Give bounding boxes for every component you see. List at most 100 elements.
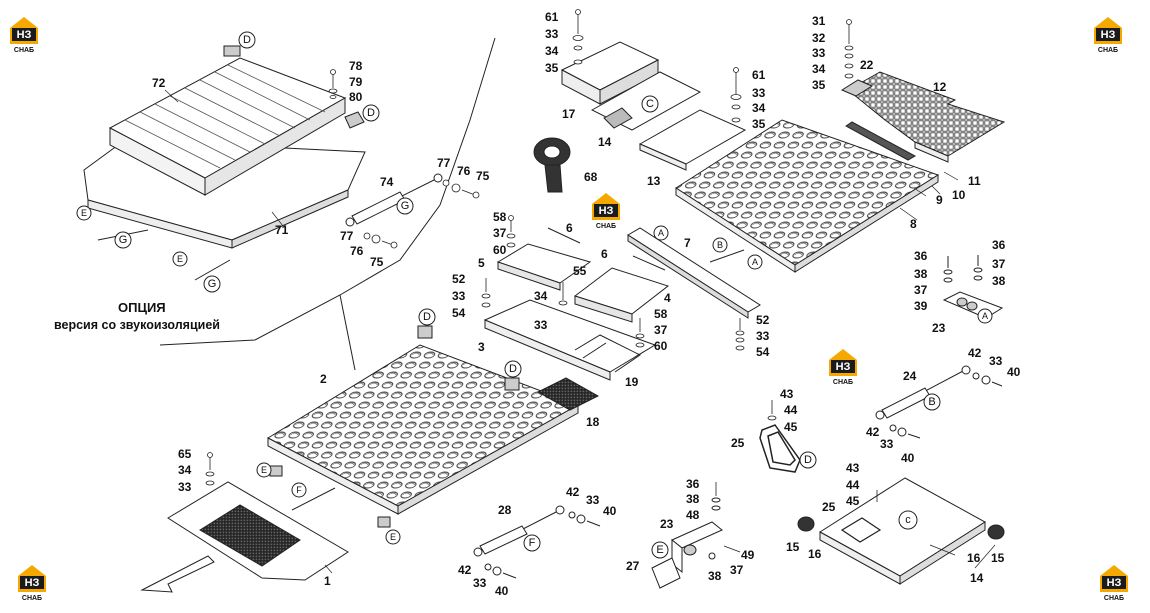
- floor-plate-8: [675, 119, 940, 273]
- callout-d-4: D: [504, 360, 522, 378]
- svg-text:33: 33: [752, 86, 766, 100]
- svg-text:77: 77: [437, 156, 451, 170]
- svg-text:G: G: [208, 278, 217, 290]
- svg-text:A: A: [658, 228, 664, 238]
- svg-text:43: 43: [846, 461, 860, 475]
- svg-text:45: 45: [846, 494, 860, 508]
- gas-strut-74: [345, 173, 443, 227]
- svg-text:F: F: [296, 485, 302, 495]
- svg-text:D: D: [423, 311, 431, 323]
- svg-text:77: 77: [340, 229, 354, 243]
- svg-text:35: 35: [812, 78, 826, 92]
- svg-text:38: 38: [686, 492, 700, 506]
- svg-text:16: 16: [808, 547, 822, 561]
- svg-text:35: 35: [545, 61, 559, 75]
- svg-text:37: 37: [493, 226, 507, 240]
- svg-text:6: 6: [601, 247, 608, 261]
- svg-text:43: 43: [780, 387, 794, 401]
- svg-text:СНАБ: СНАБ: [22, 595, 42, 602]
- svg-text:76: 76: [350, 244, 364, 258]
- lid-panel-c: [797, 477, 1005, 585]
- svg-text:52: 52: [756, 313, 770, 327]
- callout-g-1: G: [114, 231, 132, 249]
- svg-text:31: 31: [812, 14, 826, 28]
- svg-text:14: 14: [970, 571, 984, 585]
- svg-text:54: 54: [756, 345, 770, 359]
- svg-text:33: 33: [756, 329, 770, 343]
- callout-c-2: c: [898, 510, 918, 530]
- svg-text:33: 33: [880, 437, 894, 451]
- option-divider: [159, 37, 496, 371]
- svg-text:44: 44: [846, 478, 860, 492]
- svg-text:79: 79: [349, 75, 363, 89]
- logo-top-left: НЗ СНАБ: [10, 17, 38, 54]
- logo-top-right: НЗ СНАБ: [1094, 17, 1122, 54]
- hardware-52-54: [735, 318, 745, 351]
- svg-text:12: 12: [933, 80, 947, 94]
- svg-text:54: 54: [452, 306, 466, 320]
- svg-text:25: 25: [822, 500, 836, 514]
- gas-strut-24: [875, 365, 1003, 439]
- svg-text:34: 34: [534, 289, 548, 303]
- svg-text:33: 33: [586, 493, 600, 507]
- svg-text:76: 76: [457, 164, 471, 178]
- svg-text:34: 34: [178, 463, 192, 477]
- svg-text:11: 11: [968, 174, 981, 188]
- callout-d-3: D: [418, 308, 436, 326]
- svg-text:58: 58: [654, 307, 668, 321]
- svg-text:37: 37: [654, 323, 668, 337]
- svg-text:58: 58: [493, 210, 507, 224]
- svg-text:35: 35: [752, 117, 766, 131]
- svg-text:40: 40: [495, 584, 509, 598]
- svg-text:33: 33: [178, 480, 192, 494]
- svg-text:25: 25: [731, 436, 745, 450]
- svg-text:23: 23: [660, 517, 674, 531]
- svg-text:СНАБ: СНАБ: [1098, 47, 1118, 54]
- svg-text:F: F: [529, 537, 536, 549]
- svg-text:78: 78: [349, 59, 363, 73]
- svg-text:A: A: [982, 311, 988, 321]
- svg-text:СНАБ: СНАБ: [1104, 595, 1124, 602]
- svg-text:80: 80: [349, 90, 363, 104]
- svg-text:НЗ: НЗ: [1101, 29, 1116, 41]
- svg-text:60: 60: [654, 339, 668, 353]
- svg-text:D: D: [509, 363, 517, 375]
- svg-text:33: 33: [534, 318, 548, 332]
- svg-text:8: 8: [910, 217, 917, 231]
- svg-text:49: 49: [741, 548, 755, 562]
- svg-text:13: 13: [647, 174, 661, 188]
- svg-text:37: 37: [914, 283, 928, 297]
- callout-e-4: E: [385, 529, 401, 545]
- svg-text:42: 42: [968, 346, 982, 360]
- svg-text:СНАБ: СНАБ: [596, 223, 616, 230]
- svg-text:40: 40: [901, 451, 915, 465]
- svg-text:15: 15: [786, 540, 800, 554]
- svg-text:D: D: [367, 107, 375, 119]
- floor-plate-2: [266, 325, 580, 528]
- svg-text:E: E: [81, 208, 87, 218]
- svg-text:23: 23: [932, 321, 946, 335]
- svg-text:1: 1: [324, 574, 331, 588]
- svg-text:33: 33: [989, 354, 1003, 368]
- reference-callouts: D D E G E G G C A B A A D D B D E F E F …: [76, 31, 993, 559]
- callout-g-2: G: [203, 275, 221, 293]
- svg-text:45: 45: [784, 420, 798, 434]
- svg-text:61: 61: [545, 10, 559, 24]
- svg-text:СНАБ: СНАБ: [833, 379, 853, 386]
- svg-text:D: D: [243, 34, 251, 46]
- soundproof-frame-assembly: [83, 45, 366, 249]
- svg-text:34: 34: [812, 62, 826, 76]
- support-bar-7: [627, 227, 761, 319]
- svg-text:34: 34: [545, 44, 559, 58]
- svg-text:38: 38: [708, 569, 722, 583]
- hardware-75-77: [363, 179, 480, 249]
- logo-center-upper: НЗ СНАБ: [592, 193, 620, 230]
- svg-text:38: 38: [992, 274, 1006, 288]
- svg-text:42: 42: [866, 425, 880, 439]
- svg-text:37: 37: [992, 257, 1006, 271]
- svg-text:B: B: [928, 396, 935, 408]
- svg-text:G: G: [401, 200, 410, 212]
- svg-text:65: 65: [178, 447, 192, 461]
